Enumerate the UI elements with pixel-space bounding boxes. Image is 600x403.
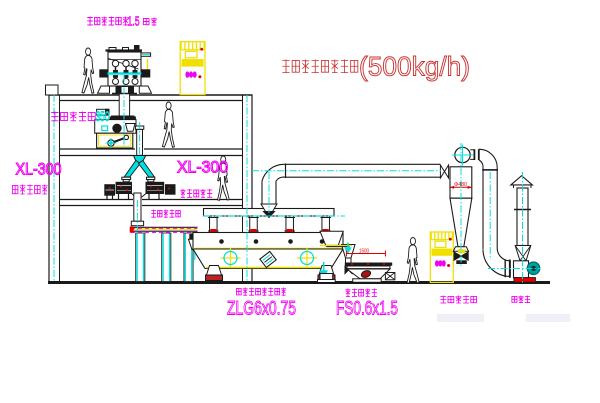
svg-text:350: 350 — [96, 108, 110, 124]
svg-text:ZLG6x0.75: ZLG6x0.75 — [227, 298, 296, 320]
svg-text:FS0.6x1.5: FS0.6x1.5 — [336, 298, 398, 320]
svg-text:1.5: 1.5 — [128, 14, 140, 29]
svg-text:1500: 1500 — [359, 248, 369, 254]
svg-text:(500kg/h): (500kg/h) — [359, 52, 470, 82]
svg-text:XL-300: XL-300 — [16, 161, 62, 179]
svg-text:XL-300: XL-300 — [177, 159, 228, 177]
